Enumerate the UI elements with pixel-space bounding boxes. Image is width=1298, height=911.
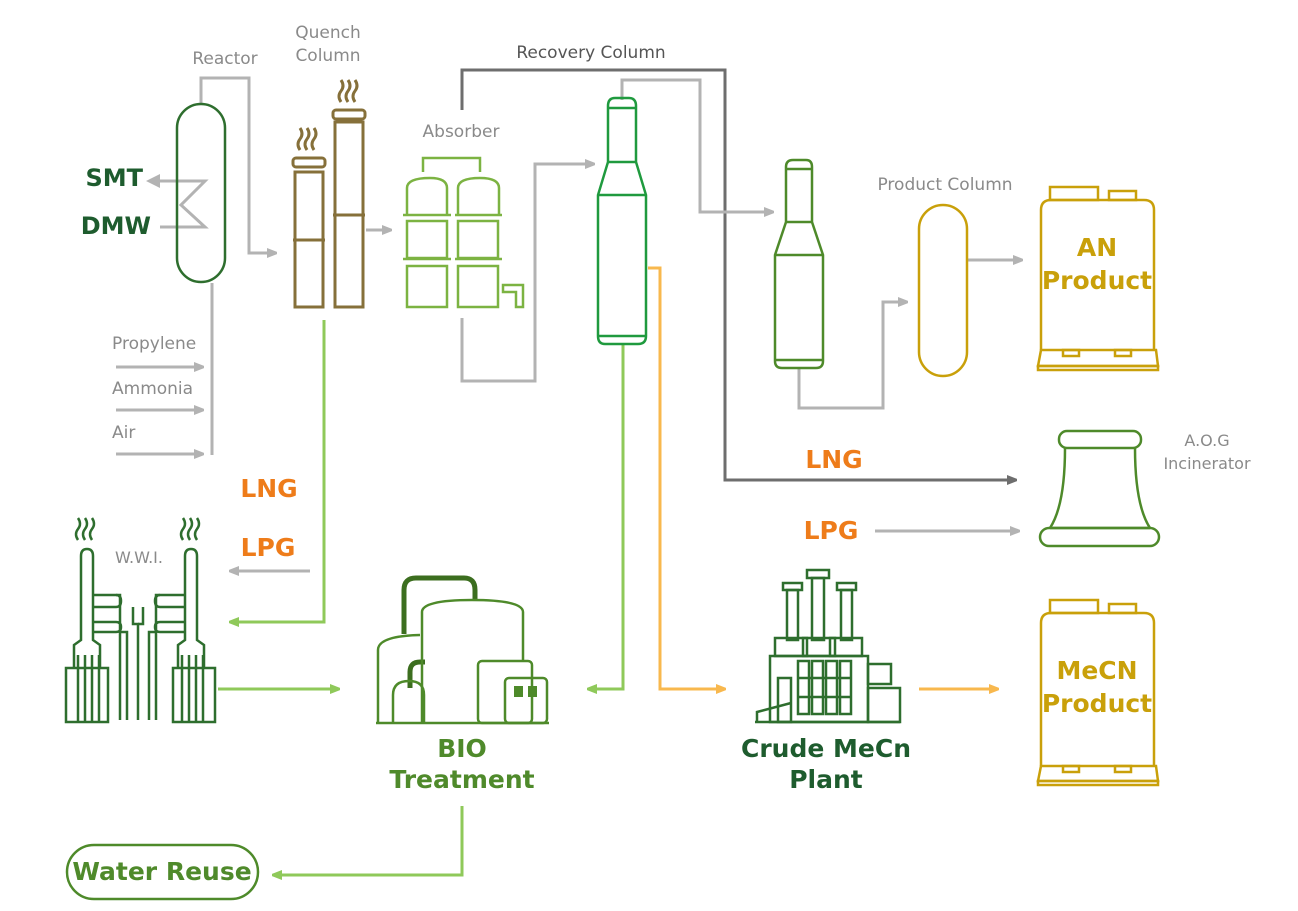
quench-column — [291, 79, 367, 309]
water-reuse-badge — [65, 843, 260, 901]
water-reuse-label: Water Reuse — [72, 857, 251, 886]
reactor-to-quench-pipe — [199, 76, 276, 253]
product-column-label: Product Column — [877, 175, 1012, 195]
quench-column-label-1: Quench — [295, 23, 361, 43]
to-product-column-pipe — [797, 302, 907, 410]
feed-label-ammonia: Ammonia — [112, 379, 193, 399]
product-column-vessel — [917, 203, 969, 378]
recovery-to-bio-pipe — [588, 345, 625, 689]
aog-incinerator-label-1: A.O.G — [1184, 431, 1229, 450]
crude-mecn-label-2: Plant — [789, 765, 863, 794]
lng-left-label: LNG — [240, 474, 297, 503]
recovery-to-heads-column-pipe — [620, 78, 773, 212]
recovery-column — [596, 96, 648, 346]
wwi-label: W.W.I. — [115, 548, 163, 567]
mecn-product-label-1: MeCN — [1056, 656, 1137, 685]
crude-mecn-plant — [755, 568, 902, 724]
wwi-unit — [64, 517, 217, 724]
lpg-right-label: LPG — [804, 516, 859, 545]
crude-mecn-label-1: Crude MeCn — [741, 734, 911, 763]
smt-arrow-icon — [146, 174, 160, 188]
reactor-label: Reactor — [192, 49, 257, 69]
lng-right-label: LNG — [805, 445, 862, 474]
bio-treatment-label-2: Treatment — [389, 765, 534, 794]
heads-column — [773, 158, 825, 370]
absorber-to-recovery-pipe — [460, 164, 594, 383]
an-product-tote — [1036, 185, 1160, 372]
recovery-to-mecn-pipe — [648, 266, 725, 689]
steam-icon — [296, 127, 318, 151]
steam-icon — [179, 517, 201, 541]
feed-label-air: Air — [112, 423, 135, 443]
dmw-label: DMW — [81, 212, 151, 240]
bio-treatment-label-1: BIO — [437, 734, 487, 763]
bio-to-water-reuse-pipe — [273, 806, 464, 875]
quench-column-label-2: Column — [295, 46, 360, 66]
reactor-vessel — [175, 102, 227, 284]
bio-treatment-plant — [376, 575, 549, 725]
feed-label-propylene: Propylene — [112, 334, 196, 354]
an-product-label-1: AN — [1077, 233, 1117, 262]
an-product-label-2: Product — [1042, 266, 1152, 295]
absorber-vessel — [403, 156, 525, 309]
mecn-product-label-2: Product — [1042, 689, 1152, 718]
aog-incinerator — [1038, 429, 1161, 548]
lpg-left-label: LPG — [241, 533, 296, 562]
mecn-product-tote — [1036, 598, 1160, 787]
quench-wastewater-pipe — [230, 320, 326, 622]
smt-label: SMT — [85, 164, 143, 192]
absorber-label: Absorber — [423, 122, 500, 142]
steam-icon — [74, 517, 96, 541]
steam-icon — [337, 79, 359, 103]
cooling-coil — [159, 179, 209, 229]
aog-incinerator-label-2: Incinerator — [1163, 454, 1251, 473]
recovery-column-label: Recovery Column — [516, 43, 665, 63]
offgas-to-incinerator-pipe — [460, 68, 1016, 480]
